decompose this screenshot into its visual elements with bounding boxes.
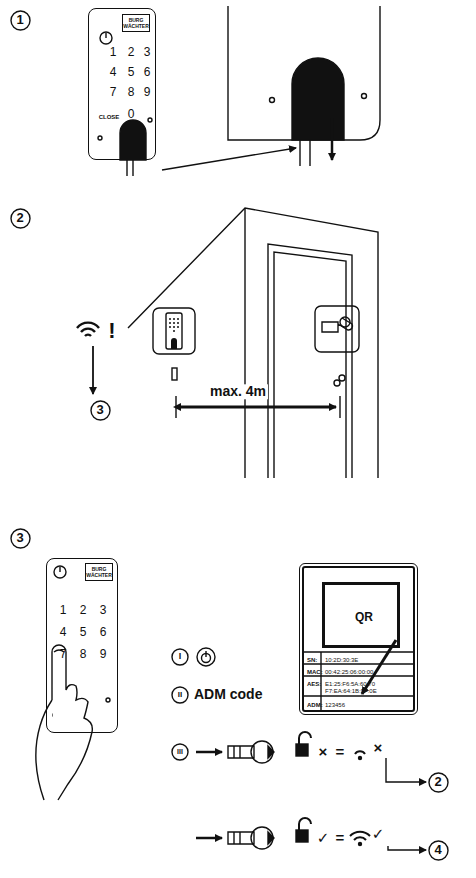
node-text: 8 xyxy=(128,86,135,99)
node-text: 7 xyxy=(110,86,117,99)
label: = xyxy=(336,744,345,761)
step-number-text: III xyxy=(177,748,183,756)
step-number-text: 4 xyxy=(434,843,441,857)
sub-step: III xyxy=(171,743,189,761)
node-text: 9 xyxy=(100,648,107,661)
sub-step: II xyxy=(171,686,189,704)
node-text: 6 xyxy=(144,66,151,79)
node-text: QR xyxy=(355,611,373,624)
node-text: 1 xyxy=(110,46,117,59)
step-reference: 4 xyxy=(428,840,449,861)
step-reference: 3 xyxy=(90,400,111,421)
node-text: 8 xyxy=(80,648,87,661)
node-text: ADM: xyxy=(307,702,323,709)
label-card: SN: 10:2D:30:3EMAC:00:42:25:06:00:00AES: E… xyxy=(302,566,415,712)
label: × xyxy=(319,744,328,761)
label: ✓ xyxy=(372,826,385,843)
label: ADM code xyxy=(194,687,262,702)
node-text: 5 xyxy=(80,626,87,639)
node-text: 5 xyxy=(128,66,135,79)
node-text: 2 xyxy=(80,604,87,617)
label: × xyxy=(374,740,383,757)
node-text: 123456 xyxy=(325,702,345,709)
node-text: 4 xyxy=(60,626,67,639)
node-text: 4 xyxy=(110,66,117,79)
keypad: BURG WÄCHTER 123 456 789 xyxy=(46,558,118,733)
node-text: 6 xyxy=(100,626,107,639)
node-text: 00:42:25:06:00:00 xyxy=(325,669,373,676)
label: max. 4m xyxy=(208,384,268,399)
label: = xyxy=(336,830,345,847)
node-text: E1:25:F6:5A:60:70 F7:EA:64:1B:9F:0E xyxy=(325,681,413,694)
qr-code: QR xyxy=(322,582,400,648)
step-number-text: 3 xyxy=(16,531,23,545)
node-text: 3 xyxy=(144,46,151,59)
step-number-text: 3 xyxy=(96,403,103,417)
node-text: BURG WÄCHTER xyxy=(123,18,149,29)
step-number-text: I xyxy=(179,652,182,662)
node-text: MAC: xyxy=(307,669,323,676)
step-reference: 2 xyxy=(428,772,449,793)
label: ! xyxy=(108,319,115,343)
node-text: AES: xyxy=(307,681,321,688)
sub-step: I xyxy=(171,648,189,666)
node-text: 9 xyxy=(144,86,151,99)
node-text: 7 xyxy=(60,648,67,661)
node-text: SN: xyxy=(307,657,317,664)
node-text: 2 xyxy=(128,46,135,59)
step-number-text: 2 xyxy=(16,211,23,225)
keypad: BURG WÄCHTER 123 456 7890 CLOSE xyxy=(88,8,156,160)
step-number: 2 xyxy=(10,208,31,229)
step-number: 3 xyxy=(10,528,31,549)
node-text: 10:2D:30:3E xyxy=(325,657,358,664)
step-number: 1 xyxy=(10,10,31,31)
step-number-text: 2 xyxy=(434,775,441,789)
node-text: 3 xyxy=(100,604,107,617)
label: ✓ xyxy=(317,830,330,847)
node-text: CLOSE xyxy=(99,114,120,121)
step-number-text: II xyxy=(178,691,182,700)
node-text: BURG WÄCHTER xyxy=(86,567,112,578)
step-number-text: 1 xyxy=(16,13,23,27)
node-text: 1 xyxy=(60,604,67,617)
node-text: 0 xyxy=(128,108,135,121)
